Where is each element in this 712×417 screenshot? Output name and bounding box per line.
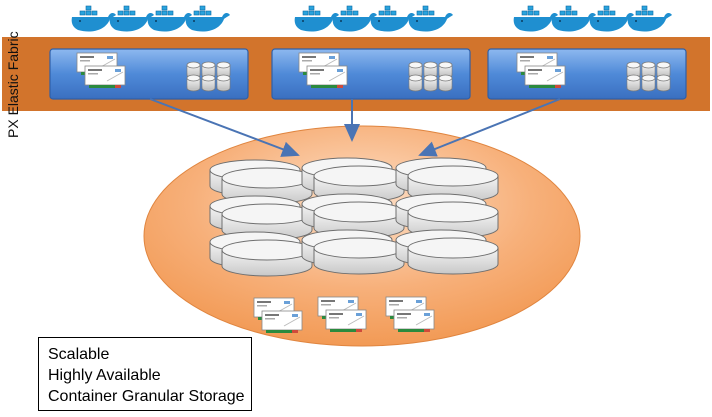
docker-whale-icon — [408, 5, 454, 33]
feature-container-granular-storage: Container Granular Storage — [48, 388, 245, 405]
features-box: Scalable Highly Available Container Gran… — [38, 337, 252, 411]
disk-stack-icon — [396, 158, 498, 274]
node-1 — [49, 48, 249, 100]
pool-drive-cards — [254, 297, 434, 333]
feature-highly-available: Highly Available — [48, 367, 161, 384]
feature-scalable: Scalable — [48, 346, 110, 363]
docker-whale-icon — [109, 5, 155, 33]
container-group-3 — [513, 5, 673, 33]
node-3 — [487, 48, 687, 100]
fabric-label: PX Elastic Fabric — [5, 31, 21, 138]
docker-whale-icon — [185, 5, 231, 33]
container-group-2 — [294, 5, 454, 33]
docker-whale-icon — [589, 5, 635, 33]
disk-stack-icon — [187, 62, 230, 91]
disk-stack-icon — [627, 62, 670, 91]
disk-stack-icon — [409, 62, 452, 91]
docker-whale-icon — [551, 5, 597, 33]
container-group-1 — [71, 5, 231, 33]
disk-stack-icon — [302, 158, 404, 274]
docker-whale-icon — [71, 5, 117, 33]
disk-stack-icon — [210, 160, 312, 276]
docker-whale-icon — [332, 5, 378, 33]
docker-whale-icon — [513, 5, 559, 33]
docker-whale-icon — [627, 5, 673, 33]
arrow-node-1-to-pool — [149, 98, 300, 157]
docker-whale-icon — [147, 5, 193, 33]
docker-whale-icon — [370, 5, 416, 33]
arrow-node-3-to-pool — [418, 98, 561, 157]
docker-whale-icon — [294, 5, 340, 33]
node-2 — [271, 48, 471, 100]
